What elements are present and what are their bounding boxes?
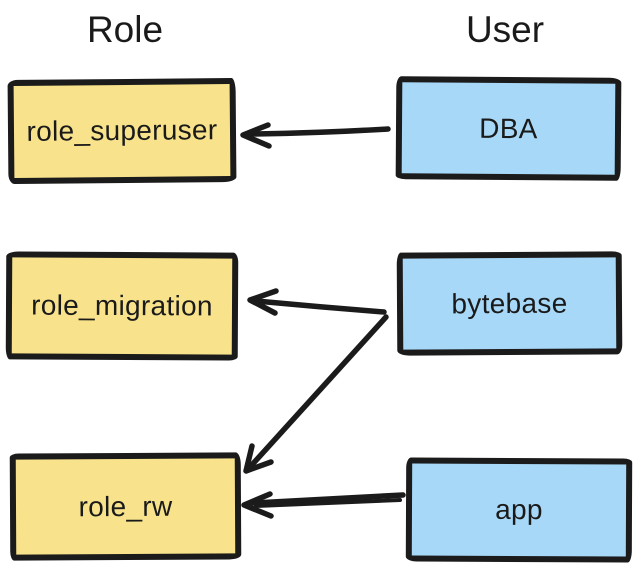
node-app-label: app bbox=[495, 493, 543, 526]
arrow-bytebase-to-role-migration bbox=[247, 288, 387, 316]
column-title-user: User bbox=[465, 9, 545, 50]
arrow-dba-to-role-superuser bbox=[240, 122, 391, 149]
node-dba: DBA bbox=[395, 76, 622, 181]
node-role-superuser-label: role_superuser bbox=[26, 114, 218, 147]
node-role-migration: role_migration bbox=[5, 251, 239, 361]
node-app: app bbox=[405, 457, 633, 563]
node-role-rw-label: role_rw bbox=[78, 490, 173, 522]
arrow-app-to-role-rw bbox=[241, 491, 406, 519]
node-role-superuser: role_superuser bbox=[7, 78, 237, 184]
node-role-rw: role_rw bbox=[9, 452, 242, 561]
node-bytebase: bytebase bbox=[396, 251, 623, 356]
node-role-migration-label: role_migration bbox=[31, 289, 213, 322]
node-dba-label: DBA bbox=[479, 112, 538, 144]
arrow-bytebase-to-role-rw bbox=[243, 314, 389, 474]
column-title-role: Role bbox=[86, 9, 164, 50]
node-bytebase-label: bytebase bbox=[451, 287, 568, 319]
